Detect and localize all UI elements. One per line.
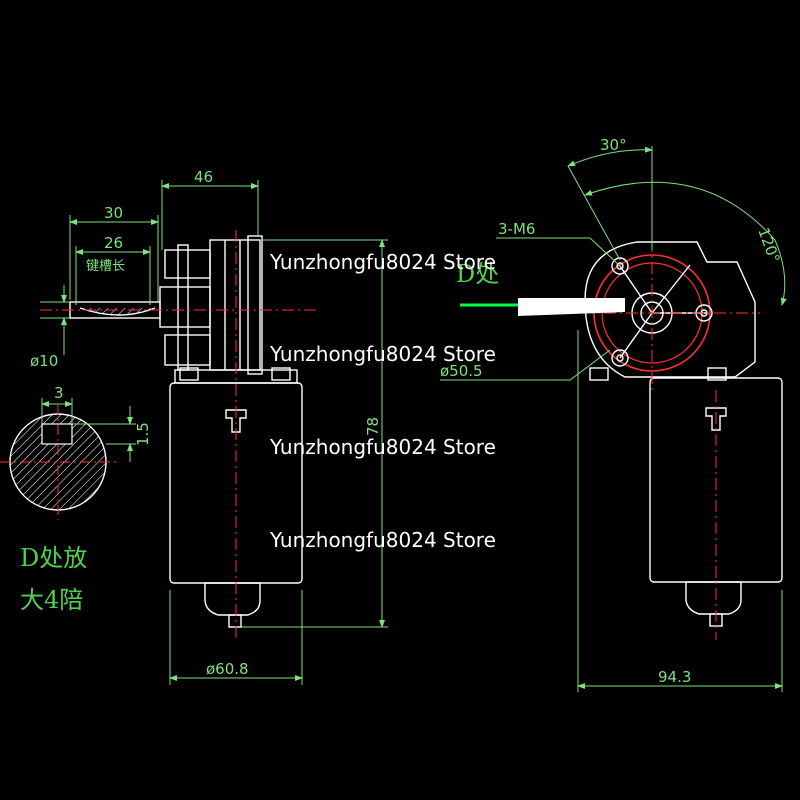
side-view xyxy=(69,235,303,628)
side-dimensions xyxy=(40,180,388,685)
dim-angle-side: 120° xyxy=(754,225,783,265)
side-nut-left xyxy=(179,367,199,381)
watermark-1: Yunzhongfu8024 Store xyxy=(270,250,496,274)
side-nut-right xyxy=(271,367,291,381)
side-gearbox xyxy=(209,239,261,371)
bolt-hole-3 xyxy=(611,349,629,367)
front-dimensions xyxy=(440,146,787,692)
side-end-cap xyxy=(204,582,261,616)
dim-key-width: 3 xyxy=(54,384,64,402)
dim-motor-length: 78 xyxy=(364,417,382,436)
front-end-cap xyxy=(685,581,742,615)
dim-shaft-length: 30 xyxy=(104,204,123,222)
detail-d-callout xyxy=(460,298,625,316)
side-end-nub xyxy=(228,614,242,628)
watermark-4: Yunzhongfu8024 Store xyxy=(270,528,496,552)
dim-motor-diameter: ø60.8 xyxy=(206,660,249,678)
dim-shaft-diameter: ø10 xyxy=(30,352,58,370)
note-magnify-line1: D处放 xyxy=(20,544,87,572)
side-centerlines xyxy=(40,230,320,640)
front-body-slot xyxy=(705,407,727,431)
dim-bolt-circle: ø50.5 xyxy=(440,362,483,380)
dim-body-width: 46 xyxy=(194,168,213,186)
dim-keyway-label: 键槽长 xyxy=(86,259,125,274)
side-body-slot xyxy=(225,409,247,433)
watermark-3: Yunzhongfu8024 Store xyxy=(270,435,496,459)
dim-angle-top: 30° xyxy=(600,136,627,154)
dim-thread: 3-M6 xyxy=(498,220,535,238)
dim-keyway-length: 26 xyxy=(104,234,123,252)
dim-overall-width: 94.3 xyxy=(658,668,691,686)
shaft-section-detail xyxy=(0,398,136,520)
watermark-2: Yunzhongfu8024 Store xyxy=(270,342,496,366)
note-magnify-line2: 大4陪 xyxy=(20,586,83,614)
dim-key-depth: 1.5 xyxy=(134,422,152,446)
note-detail-d: D处 xyxy=(456,260,499,288)
